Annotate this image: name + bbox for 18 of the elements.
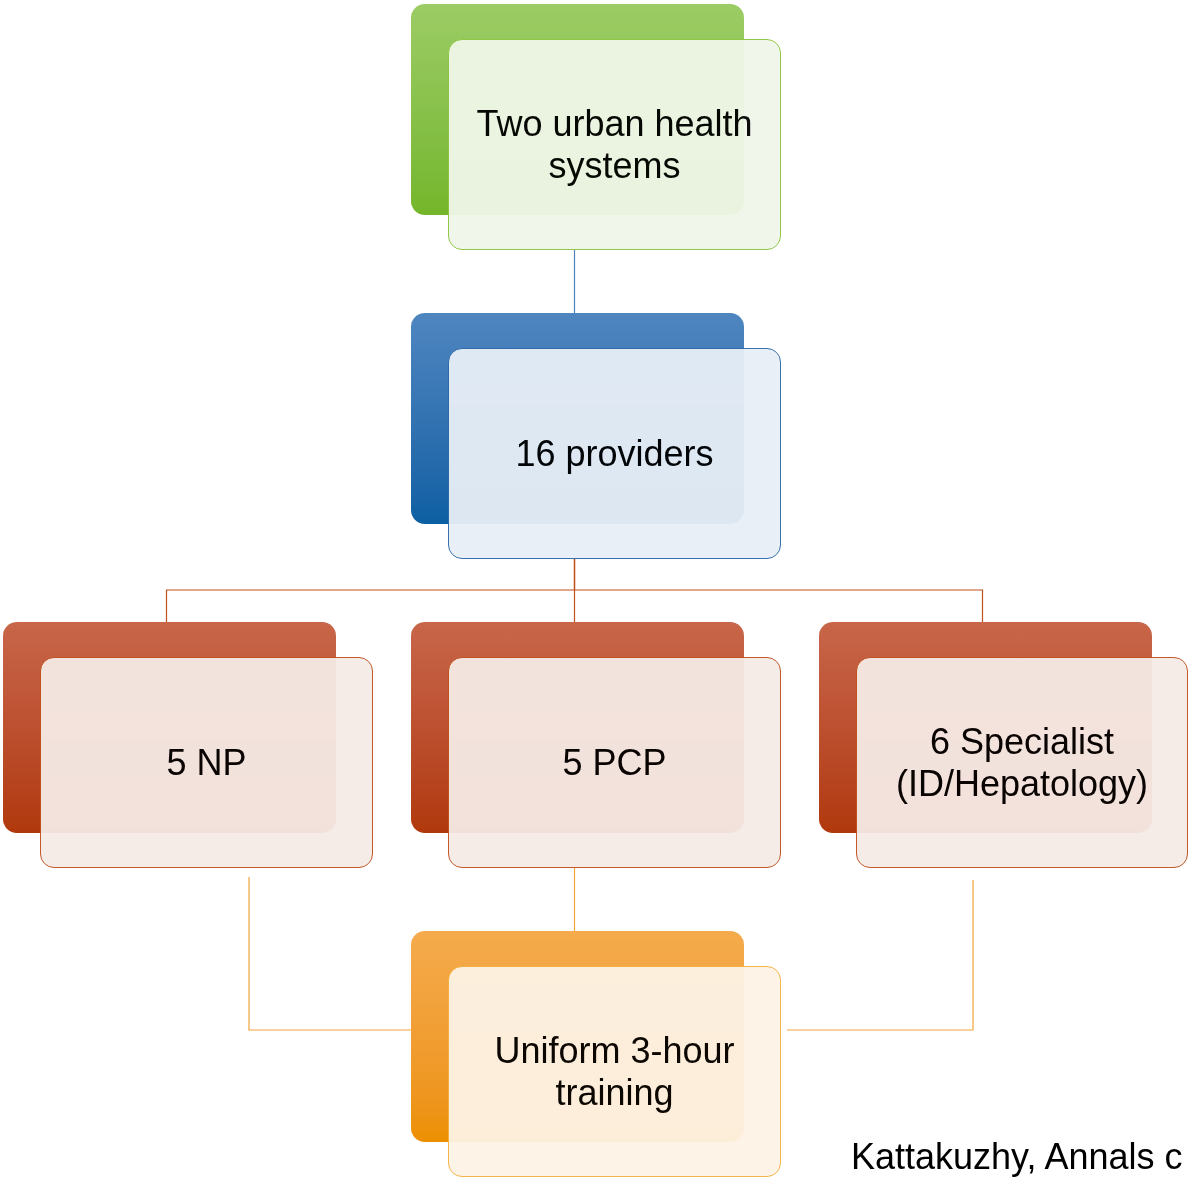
- citation-text: Kattakuzhy, Annals c: [851, 1136, 1183, 1178]
- node-text: 6 Specialist (ID/Hepatology): [894, 720, 1150, 805]
- node-text: 16 providers: [514, 432, 715, 475]
- node-text: 5 NP: [165, 741, 248, 784]
- process-box: [448, 39, 781, 250]
- connector-line: [573, 558, 984, 623]
- process-box: [448, 966, 781, 1177]
- node-text: 5 PCP: [561, 741, 668, 784]
- process-box: [448, 348, 781, 559]
- process-box: [40, 657, 373, 868]
- process-box: [448, 657, 781, 868]
- connector-line: [248, 876, 412, 1031]
- node-text: Two urban health systems: [475, 102, 754, 187]
- connector-line: [786, 879, 974, 1031]
- connector-line: [573, 249, 576, 314]
- connector-line: [573, 867, 576, 932]
- process-box: [856, 657, 1188, 868]
- node-text: Uniform 3-hour training: [493, 1029, 736, 1114]
